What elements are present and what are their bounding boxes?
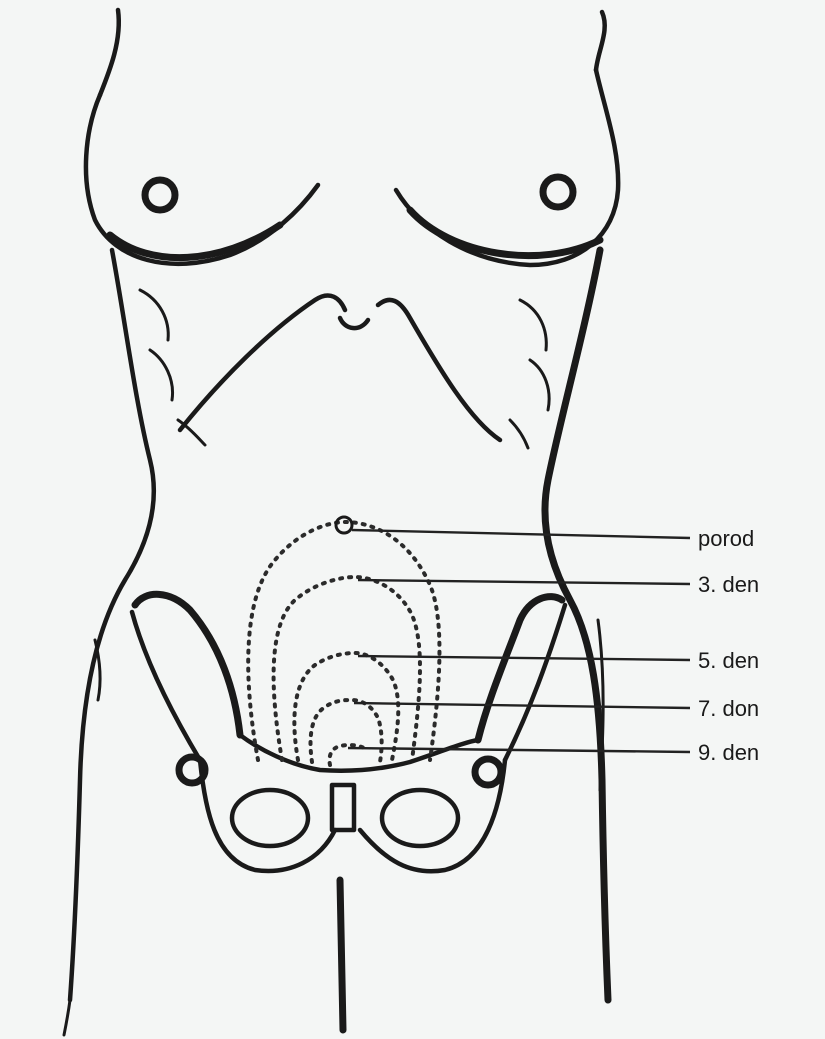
labels: porod 3. den 5. den 7. don 9. den: [698, 526, 759, 765]
leader-lines: [348, 530, 690, 752]
leader-porod: [352, 530, 690, 538]
label-9-den: 9. den: [698, 740, 759, 765]
pelvis: [132, 594, 565, 871]
fundus-arc-7-den: [311, 700, 382, 762]
umbilicus-marker: [336, 517, 352, 533]
leader-7-den: [354, 703, 690, 708]
leader-9-den: [348, 748, 690, 752]
leader-3-den: [358, 580, 690, 584]
leader-5-den: [358, 656, 690, 660]
label-7-den: 7. don: [698, 696, 759, 721]
label-porod: porod: [698, 526, 754, 551]
fundus-levels: [248, 517, 439, 765]
label-3-den: 3. den: [698, 572, 759, 597]
rib-cage: [140, 290, 549, 448]
label-5-den: 5. den: [698, 648, 759, 673]
breasts: [86, 70, 618, 265]
